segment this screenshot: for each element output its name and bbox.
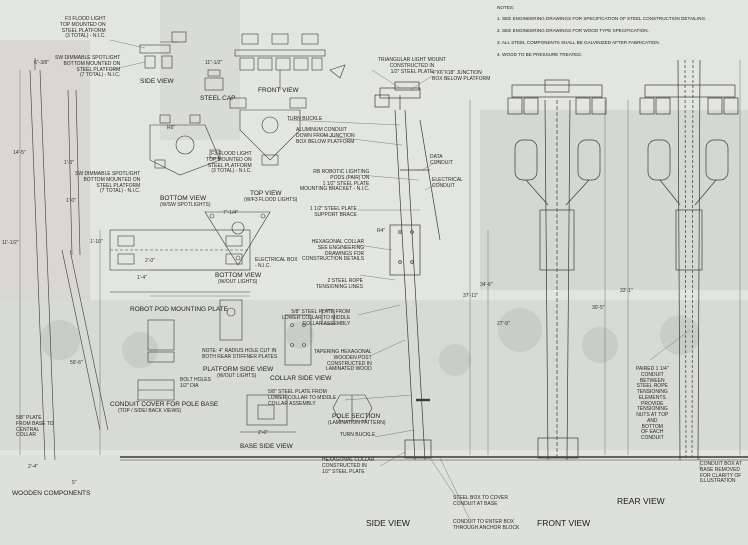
dimension-lines bbox=[19, 60, 741, 455]
label-sw-spot-top: SW DIMMABLE SPOTLIGHT BOTTOM MOUNTED ON … bbox=[55, 55, 121, 79]
note-4: 4. WOOD TO BE PRESSURE TREATED. bbox=[497, 52, 582, 57]
note-3: 3. ALL STEEL COMPONENTS SHALL BE GALVINI… bbox=[497, 40, 660, 45]
dim-2-6: 2'-6" bbox=[258, 430, 268, 436]
view-title-front-big: FRONT VIEW bbox=[537, 518, 591, 528]
rear-view-pole bbox=[639, 59, 739, 461]
view-title-conduit-cover: CONDUIT COVER FOR POLE BASE bbox=[110, 401, 219, 408]
label-data-conduit: DATA CONDUIT bbox=[430, 154, 453, 166]
dim-34-6: 34'-6" bbox=[480, 282, 493, 288]
notes-block: NOTES: 1. SEE ENGINEERING DRAWINGS FOR S… bbox=[497, 5, 742, 64]
view-title-platform-side: PLATFORM SIDE VIEW bbox=[203, 366, 274, 373]
view-title-front-small: FRONT VIEW bbox=[258, 87, 299, 94]
label-hex-collar-top: HEXAGONAL COLLAR SEE ENGINEERING DRAWING… bbox=[302, 239, 365, 263]
label-triangular-mount: TRIANGULAR LIGHT MOUNT CONSTRUCTED IN 1/… bbox=[378, 57, 446, 75]
label-turn-buckle-top: TURN BUCKLE bbox=[287, 116, 323, 122]
dim-27-9: 27'-9" bbox=[497, 321, 510, 327]
label-plate-from-base: 5/8" PLATE FROM BASE TO CENTRAL COLLAR bbox=[16, 415, 54, 439]
dim-r4: R4" bbox=[377, 228, 386, 234]
dim-2-0: 2'-0" bbox=[145, 258, 155, 264]
dim-1-3: 1'-3" bbox=[64, 160, 74, 166]
top-view-floods bbox=[229, 97, 307, 166]
view-title-rear-big: REAR VIEW bbox=[617, 496, 665, 506]
view-sub-top: (w/F3 FLOOD LIGHTS) bbox=[244, 197, 298, 203]
label-turn-buckle-bottom: TURN BUCKLE bbox=[340, 432, 376, 438]
view-sub-bottom-spot: (w/SW SPOTLIGHTS) bbox=[160, 202, 211, 208]
dim-11-1-2: 11'-1/2" bbox=[2, 240, 19, 246]
view-title-robot-pod: ROBOT POD MOUNTING PLATE bbox=[130, 306, 228, 313]
view-sub-bottom-lights: (w/out LIGHTS) bbox=[218, 279, 258, 285]
bottom-view-triangle bbox=[204, 211, 271, 266]
view-title-side-big: SIDE VIEW bbox=[366, 518, 410, 528]
note-2: 2. SEE ENGINEERING DRAWINGS FOR WOOD TYP… bbox=[497, 28, 649, 33]
view-sub-pole-section: (LAMINATION PATTERN) bbox=[328, 420, 386, 426]
dim-30-5: 30'-5" bbox=[592, 305, 605, 311]
view-title-bottom-lights: BOTTOM VIEW bbox=[215, 272, 262, 279]
dim-59-6: 59'-6" bbox=[70, 360, 83, 366]
label-sw-spot-mid: SW DIMMABLE SPOTLIGHT BOTTOM MOUNTED ON … bbox=[75, 171, 141, 195]
dim-1-4: 1'-4" bbox=[137, 275, 147, 281]
view-title-collar-side: COLLAR SIDE VIEW bbox=[270, 375, 332, 382]
dim-r6: R6" bbox=[167, 125, 176, 131]
side-view-fixture bbox=[139, 31, 187, 69]
dim-33-1: 33'-1" bbox=[620, 288, 633, 294]
label-aluminum-conduit: ALUMINUM CONDUIT DOWN FROM JUNCTION BOX … bbox=[296, 127, 355, 145]
dim-37-11: 37'-11" bbox=[463, 293, 479, 299]
label-paired-conduit: PAIRED 1 1/4" CONDUIT BETWEEN STEEL ROPE… bbox=[636, 366, 669, 441]
label-tapering-hex: TAPERING HEXAGONAL WOODEN POST CONSTRUCT… bbox=[314, 349, 372, 373]
platform-side-shapes bbox=[147, 299, 335, 366]
label-hex-collar-bottom: HEXAGONAL COLLAR CONSTRUCTED IN 1/2" STE… bbox=[322, 457, 375, 475]
dim-14-5: 14'-5" bbox=[13, 150, 26, 156]
view-title-wooden-components: WOODEN COMPONENTS bbox=[12, 490, 91, 497]
label-support-brace: 1 1/2" STEEL PLATE SUPPORT BRACE bbox=[310, 206, 357, 218]
front-view-pole bbox=[507, 79, 607, 461]
dim-2-4: 2'-4" bbox=[28, 464, 38, 470]
view-title-side-small: SIDE VIEW bbox=[140, 78, 174, 85]
label-conduit-enter: CONDUIT TO ENTER BOX THROUGH ANCHOR BLOC… bbox=[453, 519, 520, 531]
view-title-pole-section: POLE SECTION bbox=[332, 413, 381, 420]
dim-5: 5" bbox=[72, 480, 77, 486]
label-conduit-box: CONDUIT BOX AT BASE REMOVED FOR CLARITY … bbox=[700, 461, 742, 485]
label-junction-box: 4"x6"x18" JUNCTION BOX BELOW PLATFORM bbox=[432, 70, 491, 82]
label-bolt-holes: BOLT HOLES 1/2" DIA bbox=[180, 377, 211, 389]
view-title-steel-cap: STEEL CAP bbox=[200, 95, 236, 102]
label-f3-flood-top: F3 FLOOD LIGHT TOP MOUNTED ON STEEL PLAT… bbox=[60, 16, 106, 40]
front-view-fixture bbox=[234, 33, 346, 90]
notes-title: NOTES: bbox=[497, 5, 515, 10]
view-sub-platform-side: (w/out LIGHTS) bbox=[217, 373, 257, 379]
conduit-cover-shapes bbox=[137, 379, 175, 401]
note-1: 1. SEE ENGINEERING DRAWINGS FOR SPECIFIC… bbox=[497, 16, 707, 21]
dim-1-0: 1'-0" bbox=[66, 198, 76, 204]
label-f3-flood-mid: F3 FLOOD LIGHT TOP MOUNTED ON STEEL PLAT… bbox=[206, 151, 252, 175]
view-title-top: TOP VIEW bbox=[250, 190, 282, 197]
dim-7-1-4: 7"-1/4" bbox=[223, 210, 238, 216]
view-title-base-side: BASE SIDE VIEW bbox=[240, 443, 293, 450]
base-side-shapes bbox=[240, 394, 296, 433]
wooden-pole-left bbox=[29, 58, 109, 461]
view-title-bottom-spot: BOTTOM VIEW bbox=[160, 195, 207, 202]
bottom-view-spot bbox=[149, 114, 221, 176]
label-radius-note: NOTE: 4" RADIUS HOLE CUT IN BOTH REAR ST… bbox=[202, 348, 278, 360]
label-electrical-conduit: ELECTRICAL CONDUIT bbox=[432, 177, 463, 189]
label-plate-lower-collar: 5/8" STEEL PLATE FROM LOWER COLLAR TO MI… bbox=[282, 309, 351, 327]
leader-lines bbox=[109, 39, 701, 521]
dim-11-12: 11"-1/2" bbox=[205, 60, 223, 66]
steel-cap-shape bbox=[204, 77, 224, 91]
dim-6-3-8: 6"-3/8" bbox=[34, 60, 49, 66]
label-plate-lower-collar2: 5/8" STEEL PLATE FROM LOWER COLLAR TO MI… bbox=[268, 389, 337, 407]
label-electrical-box: ELECTRICAL BOX - N.I.C. bbox=[255, 257, 298, 269]
label-steel-rope: 2 STEEL ROPE TENSIONING LINES bbox=[316, 278, 363, 290]
view-sub-conduit-cover: (TOP / SIDE/ BACK VIEWS) bbox=[118, 408, 182, 414]
label-steel-box: STEEL BOX TO COVER CONDUIT AT BASE bbox=[453, 495, 508, 507]
label-rb-robotic: RB ROBOTIC LIGHTING PODS (PAIR) ON 1 1/2… bbox=[300, 169, 370, 193]
side-view-pole bbox=[374, 81, 441, 461]
dim-1-10: 1'-10" bbox=[90, 239, 103, 245]
